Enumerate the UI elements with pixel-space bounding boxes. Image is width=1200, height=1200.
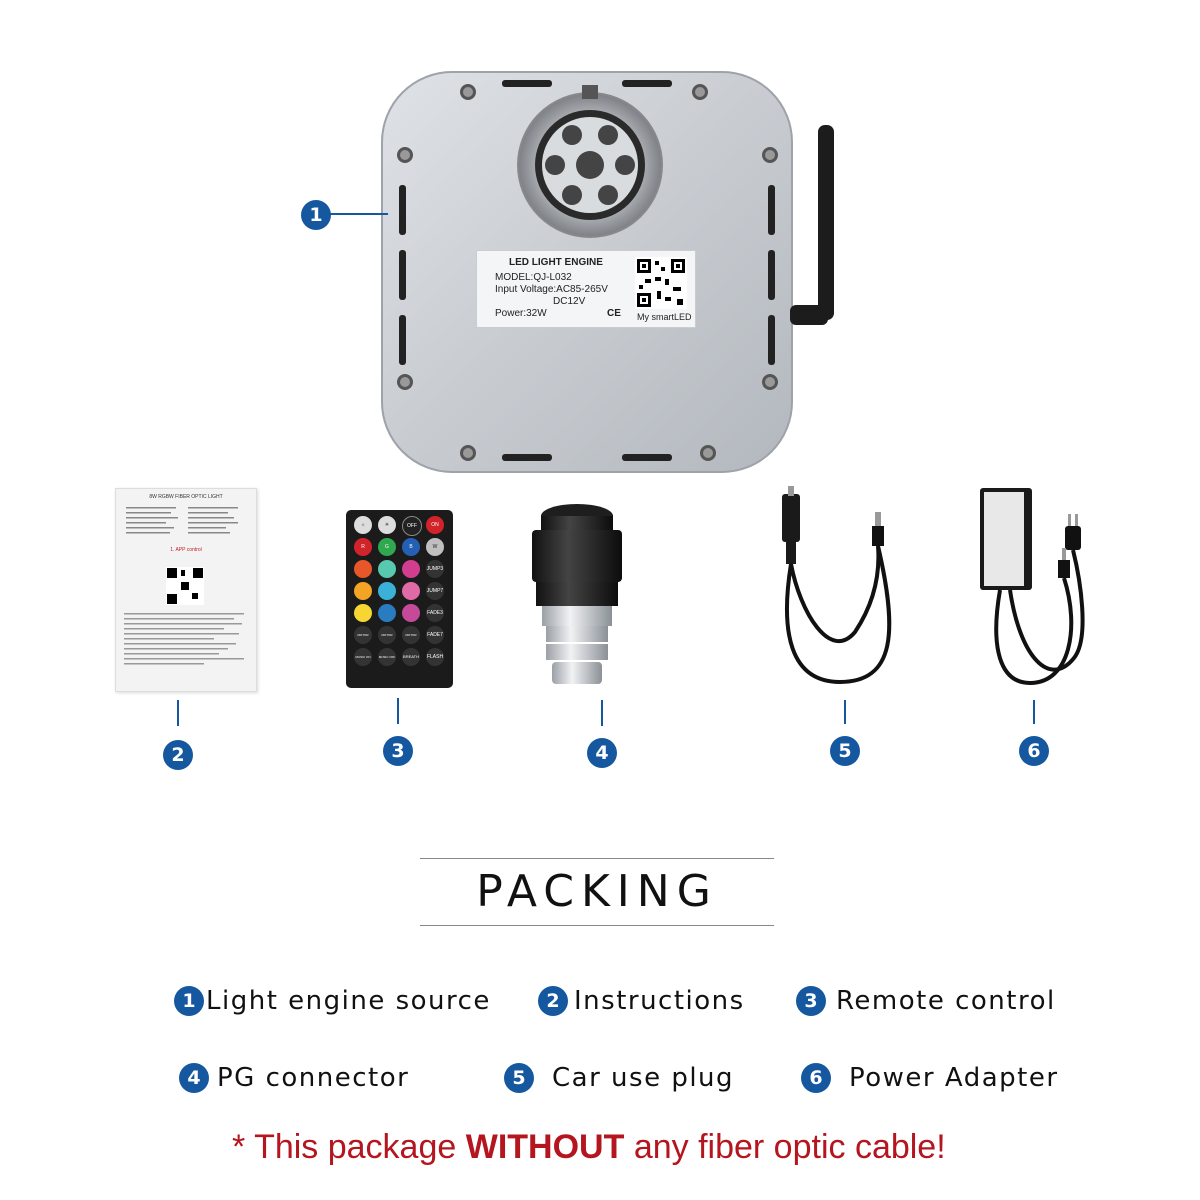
remote-button-off: OFF: [402, 516, 422, 536]
legend-item-5: 5 Car use plug: [504, 1063, 734, 1093]
manual-header: 8W RGBW FIBER OPTIC LIGHT: [149, 494, 223, 500]
legend-number: 6: [801, 1063, 831, 1093]
remote-color-button: [354, 582, 372, 600]
callout-badge-2: 2: [163, 740, 193, 770]
legend-label: Car use plug: [552, 1063, 735, 1093]
remote-button-breath: BREATH: [402, 648, 420, 666]
remote-color-button: [378, 604, 396, 622]
legend-number: 4: [179, 1063, 209, 1093]
remote-color-button: [354, 604, 372, 622]
legend-number: 1: [174, 986, 204, 1016]
page-title: PACKING: [420, 858, 774, 926]
legend-item-3: 3 Remote control: [796, 986, 1056, 1016]
callout-badge-3: 3: [383, 736, 413, 766]
remote-button-music-on: MUSIC ON: [354, 648, 372, 666]
power-adapter-image: [980, 488, 1085, 686]
remote-button-jump7: JUMP7: [426, 582, 444, 600]
label-model: MODEL:QJ-L032: [495, 272, 572, 283]
manual-section: 1. APP control: [170, 547, 202, 553]
remote-color-button: [354, 560, 372, 578]
manual-body-lines: [124, 613, 244, 665]
remote-button-brightness-down: ☼: [354, 516, 372, 534]
legend-item-1: 1 Light engine source: [174, 986, 491, 1016]
remote-button-flash: FLASH: [426, 648, 444, 666]
notice-prefix: * This package: [232, 1128, 466, 1166]
remote-button-g: G: [378, 538, 396, 556]
remote-color-button: [402, 582, 420, 600]
remote-button-w: W: [426, 538, 444, 556]
legend-label: Instructions: [574, 986, 745, 1016]
legend-number: 2: [538, 986, 568, 1016]
remote-button-r: R: [354, 538, 372, 556]
remote-button-b: B: [402, 538, 420, 556]
callout-badge-4: 4: [587, 738, 617, 768]
remote-button-fade7: FADE7: [426, 626, 444, 644]
remote-color-button: [402, 560, 420, 578]
instruction-manual-image: 8W RGBW FIBER OPTIC LIGHT 1. APP control: [115, 488, 257, 692]
label-ce-mark: CE: [607, 308, 621, 319]
car-plug-image: [782, 486, 892, 685]
callout-badge-5: 5: [830, 736, 860, 766]
legend-label: Remote control: [836, 986, 1056, 1016]
legend-item-2: 2 Instructions: [538, 986, 745, 1016]
legend-label: Light engine source: [206, 986, 491, 1016]
legend-number: 3: [796, 986, 826, 1016]
callout-leader-lines: [177, 213, 1035, 726]
label-input-voltage: Input Voltage:AC85-265V: [495, 284, 608, 295]
remote-button-music-off: MUSIC OFF: [378, 648, 396, 666]
product-label: LED LIGHT ENGINE MODEL:QJ-L032 Input Vol…: [476, 250, 696, 328]
legend-label: PG connector: [217, 1063, 410, 1093]
legend-number: 5: [504, 1063, 534, 1093]
legend-label: Power Adapter: [849, 1063, 1059, 1093]
callout-badge-6: 6: [1019, 736, 1049, 766]
remote-button-jump3: JUMP3: [426, 560, 444, 578]
manual-qr-code-icon: [166, 567, 204, 605]
notice-suffix: any fiber optic cable!: [624, 1128, 946, 1166]
remote-button-brightness-up: ☀: [378, 516, 396, 534]
remote-button-fade3: FADE3: [426, 604, 444, 622]
pg-connector-image: [532, 504, 622, 684]
remote-control-image: ☼ ☀ OFF ON R G B W JUMP3 JUMP7 FADE3 MOT…: [346, 510, 453, 688]
legend-item-6: 6 Power Adapter: [801, 1063, 1059, 1093]
qr-code-icon: [635, 257, 687, 309]
label-app-name: My smartLED: [637, 312, 692, 322]
remote-color-button: [378, 582, 396, 600]
remote-button-on: ON: [426, 516, 444, 534]
callout-badge-1: 1: [301, 200, 331, 230]
no-fiber-cable-notice: * This package WITHOUT any fiber optic c…: [232, 1128, 946, 1167]
label-power: Power:32W: [495, 308, 547, 319]
label-title: LED LIGHT ENGINE: [509, 257, 603, 268]
notice-emphasis: WITHOUT: [465, 1128, 625, 1166]
remote-color-button: [402, 604, 420, 622]
remote-color-button: [378, 560, 396, 578]
manual-text-lines: [126, 507, 238, 534]
legend-item-4: 4 PG connector: [179, 1063, 409, 1093]
label-dc-voltage: DC12V: [553, 296, 586, 307]
